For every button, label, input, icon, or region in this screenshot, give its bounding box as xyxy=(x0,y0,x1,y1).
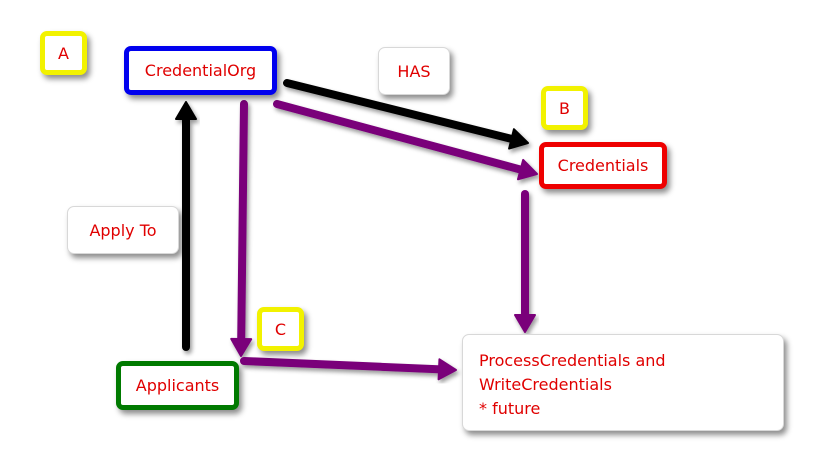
marker-c-label: C xyxy=(274,319,287,339)
marker-b: B xyxy=(541,86,588,130)
node-process-line-3: * future xyxy=(479,399,541,418)
edge-label-apply-to-text: Apply To xyxy=(89,220,157,240)
node-credentials: Credentials xyxy=(539,142,667,189)
edge-label-has-text: HAS xyxy=(397,61,431,81)
node-applicants: Applicants xyxy=(116,361,239,410)
arrow-credentialorg-to-applicants xyxy=(230,100,253,357)
marker-a-label: A xyxy=(58,43,69,63)
node-process-line-1: ProcessCredentials and xyxy=(479,351,666,370)
arrow-applicants-to-process xyxy=(240,357,457,381)
node-applicants-label: Applicants xyxy=(135,376,220,395)
node-credentials-label: Credentials xyxy=(557,156,649,175)
marker-c: C xyxy=(257,307,304,351)
edge-label-apply-to: Apply To xyxy=(67,206,179,254)
arrow-credentialorg-to-credentials xyxy=(273,100,538,181)
node-credential-org-label: CredentialOrg xyxy=(144,61,257,80)
arrow-applicants-to-credentialorg-apply xyxy=(175,101,197,351)
node-process-credentials: ProcessCredentials and WriteCredentials … xyxy=(462,334,784,431)
marker-a: A xyxy=(40,31,87,75)
node-credential-org: CredentialOrg xyxy=(124,46,277,95)
node-process-line-2: WriteCredentials xyxy=(479,375,612,394)
arrow-credentials-to-process xyxy=(514,190,536,333)
marker-b-label: B xyxy=(559,98,570,118)
edge-label-has: HAS xyxy=(378,47,450,95)
arrow-credentialorg-to-credentials-has xyxy=(283,79,529,150)
